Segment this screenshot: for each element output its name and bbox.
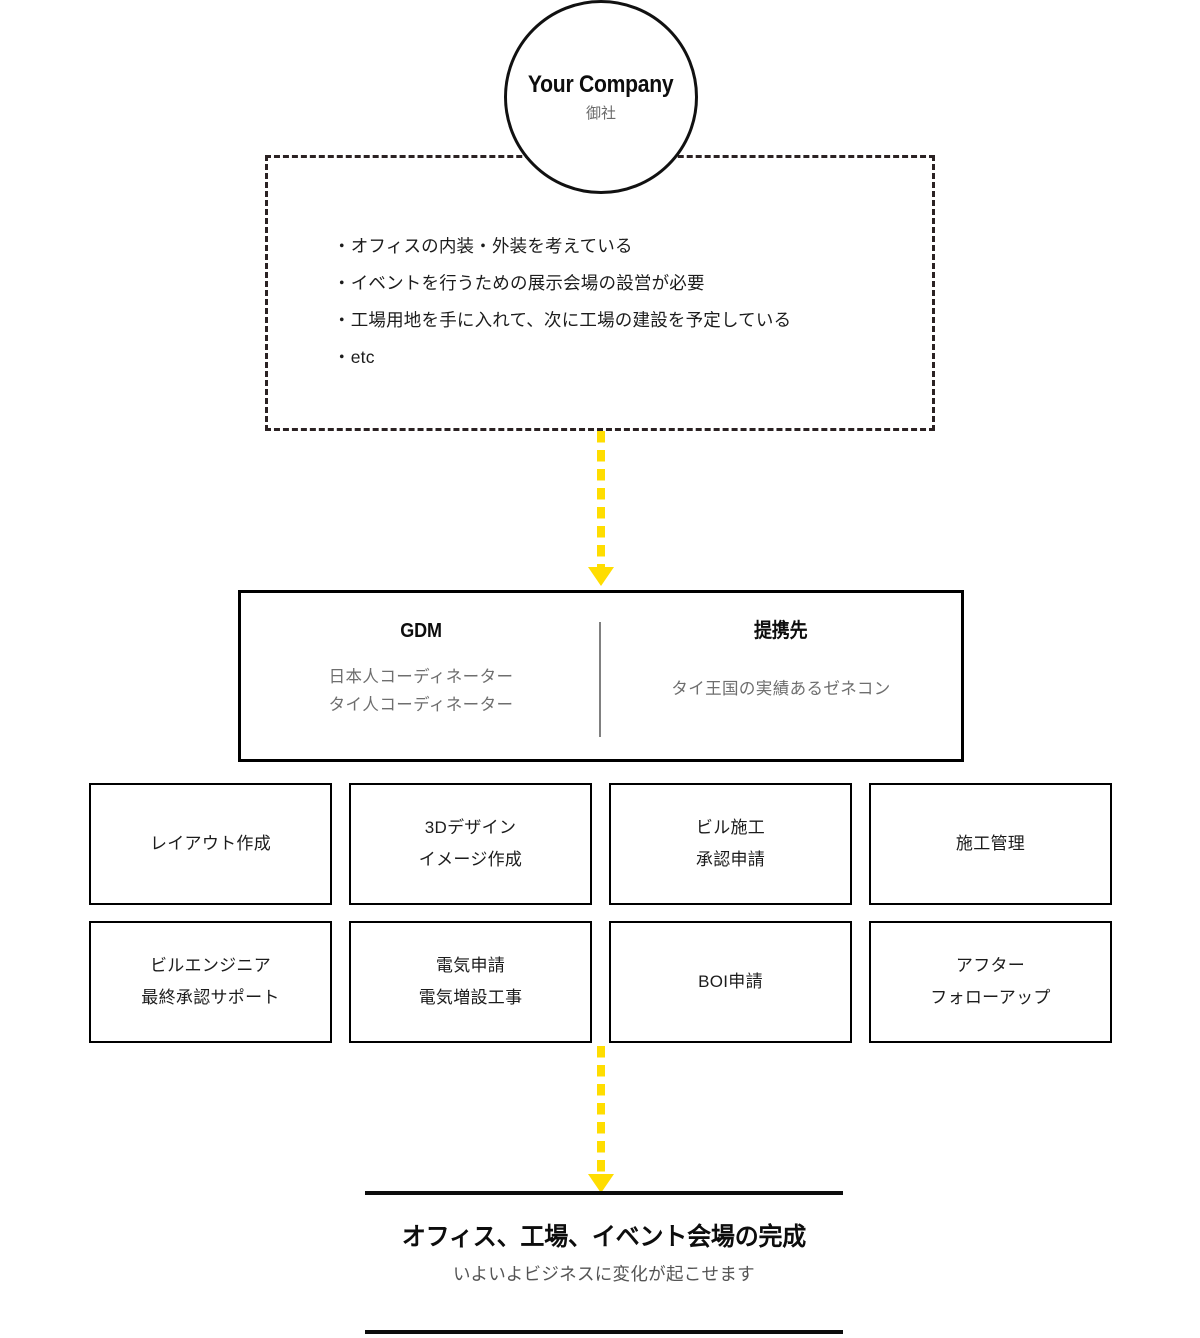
arrow-down-icon-bottom	[587, 1046, 615, 1193]
needs-item: ・オフィスの内装・外装を考えている	[333, 236, 633, 256]
company-name: Your Company	[528, 70, 674, 98]
needs-item: ・工場用地を手に入れて、次に工場の建設を予定している	[333, 310, 792, 330]
service-line: 施工管理	[955, 834, 1026, 853]
service-line: 3Dデザイン	[424, 818, 517, 837]
service-cell-building-engineer: ビルエンジニア 最終承認サポート	[89, 921, 332, 1043]
service-line: ビル施工	[695, 818, 766, 837]
provider-lines-gdm: 日本人コーディネーター タイ人コーディネーター	[329, 663, 514, 719]
result-block: オフィス、工場、イベント会場の完成 いよいよビジネスに変化が起こせます	[365, 1222, 843, 1286]
service-line: 電気増設工事	[418, 988, 523, 1007]
needs-list: ・オフィスの内装・外装を考えている ・イベントを行うための展示会場の設営が必要 …	[333, 228, 933, 376]
service-cell-boi-application: BOI申請	[609, 921, 852, 1043]
provider-column-gdm: GDM 日本人コーディネーター タイ人コーディネーター	[241, 593, 601, 759]
service-line: 最終承認サポート	[141, 988, 280, 1007]
arrow-down-icon-top	[587, 431, 615, 586]
service-cell-layout: レイアウト作成	[89, 783, 332, 905]
service-cell-building-construction: ビル施工 承認申請	[609, 783, 852, 905]
service-cell-after-followup: アフター フォローアップ	[869, 921, 1112, 1043]
arrow-stem	[597, 1046, 605, 1174]
provider-line: 日本人コーディネーター	[328, 668, 514, 686]
service-line: BOI申請	[698, 972, 763, 991]
service-cell-construction-management: 施工管理	[869, 783, 1112, 905]
needs-item: ・etc	[333, 347, 375, 367]
result-title: オフィス、工場、イベント会場の完成	[401, 1223, 807, 1251]
provider-column-partner: 提携先 タイ王国の実績あるゼネコン	[601, 593, 961, 759]
needs-item: ・イベントを行うための展示会場の設営が必要	[333, 273, 705, 293]
provider-title-gdm: GDM	[400, 620, 442, 642]
providers-box: GDM 日本人コーディネーター タイ人コーディネーター 提携先 タイ王国の実績あ…	[238, 590, 964, 762]
service-line: イメージ作成	[418, 850, 523, 869]
result-rule-top	[365, 1191, 843, 1195]
company-subtitle: 御社	[585, 104, 616, 122]
service-line: レイアウト作成	[149, 834, 272, 853]
service-grid: レイアウト作成 3Dデザイン イメージ作成 ビル施工 承認申請 施工管理 ビルエ…	[89, 783, 1113, 1043]
service-line: フォローアップ	[930, 988, 1051, 1007]
company-circle: Your Company 御社	[504, 0, 698, 194]
service-line: 承認申請	[695, 850, 766, 869]
service-line: 電気申請	[435, 956, 506, 975]
provider-line: タイ人コーディネーター	[328, 696, 514, 714]
result-subtitle: いよいよビジネスに変化が起こせます	[453, 1264, 755, 1285]
provider-line: タイ王国の実績あるゼネコン	[671, 680, 891, 698]
service-cell-electrical: 電気申請 電気増設工事	[349, 921, 592, 1043]
service-line: ビルエンジニア	[149, 956, 272, 975]
arrow-head	[588, 567, 614, 586]
provider-lines-partner: タイ王国の実績あるゼネコン	[671, 675, 890, 703]
providers-divider	[599, 622, 601, 737]
arrow-stem	[597, 431, 605, 567]
arrow-head	[588, 1174, 614, 1193]
provider-title-partner: 提携先	[754, 620, 808, 642]
service-cell-3d-design: 3Dデザイン イメージ作成	[349, 783, 592, 905]
service-line: アフター	[955, 956, 1026, 975]
result-rule-bottom	[365, 1330, 843, 1334]
